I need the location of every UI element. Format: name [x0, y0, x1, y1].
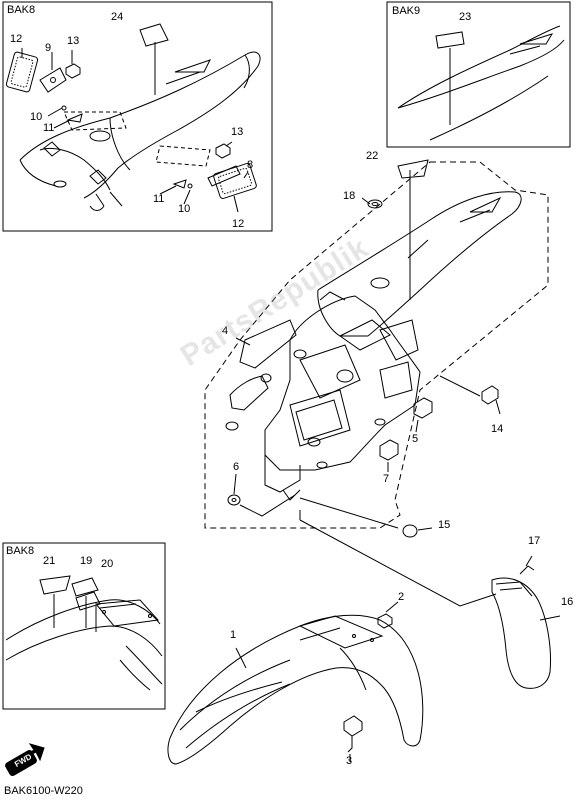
callout-13-right: 13 [231, 126, 244, 138]
callout-23: 23 [459, 11, 472, 23]
callout-15: 15 [438, 519, 451, 531]
callout-10-right: 10 [178, 203, 191, 215]
callout-21: 21 [43, 555, 56, 567]
assembly-outline-dashed [204, 161, 549, 529]
callout-22: 22 [366, 150, 379, 162]
callout-11-left: 11 [43, 122, 55, 134]
mud-flap-16 [491, 555, 561, 689]
callout-12-right: 12 [232, 218, 245, 230]
inset-tag-top-left: BAK8 [7, 4, 36, 16]
inset-frame-bak9 [386, 1, 571, 148]
callout-18: 18 [343, 190, 356, 202]
callout-4: 4 [222, 325, 229, 337]
bolt-15 [299, 497, 433, 538]
callout-13-left: 13 [67, 35, 80, 47]
callout-5: 5 [412, 433, 419, 445]
inset-frame-bak8-bottom [2, 542, 166, 710]
callout-10-left: 10 [30, 111, 43, 123]
inset-top-left-fender [5, 23, 261, 213]
inset-tag-top-right: BAK9 [392, 5, 421, 17]
connector-line [299, 510, 497, 607]
callout-8: 8 [247, 159, 254, 171]
inset-frame-bak8-top [2, 1, 273, 232]
diagram-code: BAK6100-W220 [4, 785, 83, 797]
nut-5 [413, 397, 433, 433]
callout-3: 3 [346, 755, 353, 767]
inset-top-right-fender [397, 25, 565, 141]
bolt-3 [343, 715, 363, 762]
callout-17: 17 [528, 535, 541, 547]
screw-2 [377, 601, 399, 629]
washer-6 [227, 473, 296, 517]
callout-6: 6 [233, 461, 240, 473]
callout-7: 7 [383, 473, 390, 485]
fwd-arrow-icon [5, 743, 45, 776]
inset-bottom-left-fender [5, 575, 163, 691]
nut-7 [379, 439, 399, 472]
callout-1: 1 [230, 629, 237, 641]
grommet-18 [367, 199, 383, 209]
decal-22 [397, 159, 429, 179]
callout-2: 2 [398, 591, 405, 603]
callout-20: 20 [101, 558, 114, 570]
callout-24: 24 [111, 11, 124, 23]
callout-14: 14 [491, 423, 504, 435]
callout-19: 19 [80, 555, 93, 567]
front-fender-1 [167, 614, 424, 765]
callout-16: 16 [561, 596, 574, 608]
callout-9: 9 [45, 42, 52, 54]
callout-12-left: 12 [10, 33, 23, 45]
callout-11-right: 11 [153, 193, 165, 205]
rear-fender-main [225, 170, 522, 501]
inset-tag-bottom-left: BAK8 [6, 545, 35, 557]
bolt-14 [439, 375, 501, 415]
